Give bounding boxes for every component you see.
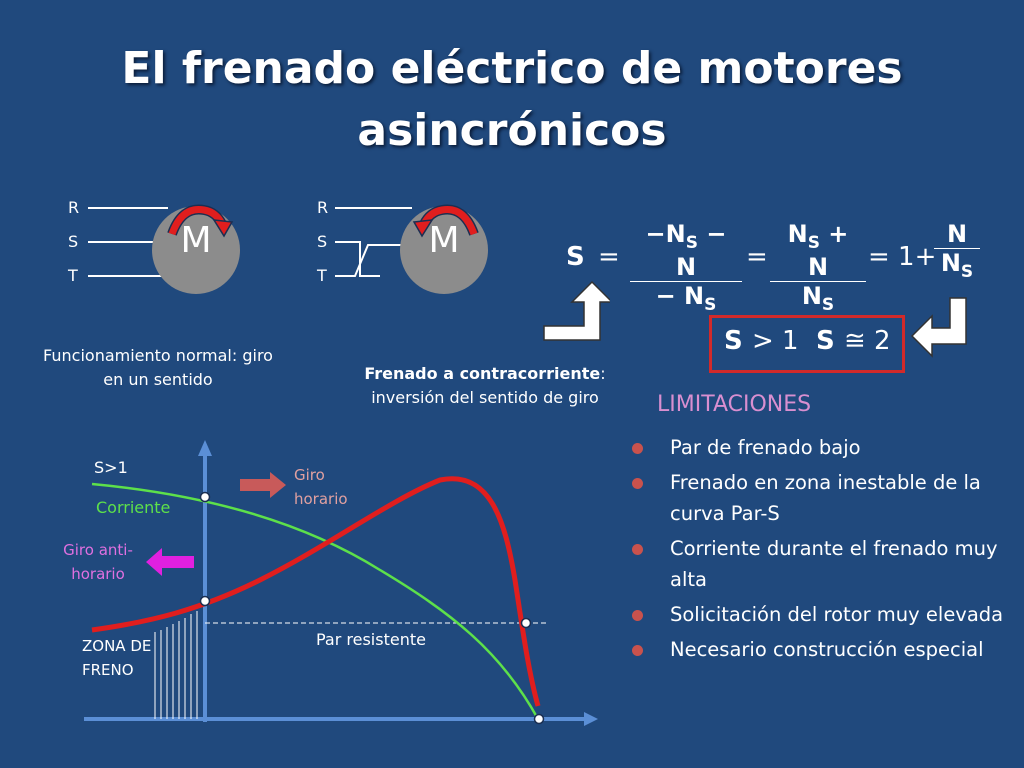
f2-num-b: S xyxy=(807,233,820,253)
bullet-icon xyxy=(632,610,643,621)
list-item-text: Par de frenado bajo xyxy=(670,436,861,459)
caption-normal-line-2: en un sentido xyxy=(103,370,213,389)
y-axis-arrow-icon xyxy=(198,440,212,456)
box-gt-1: > 1 xyxy=(752,326,799,356)
list-item: Par de frenado bajo xyxy=(632,432,1017,463)
brake-zone-hatch xyxy=(154,611,198,719)
title-line-2: asincrónicos xyxy=(357,105,667,156)
bullet-icon xyxy=(632,645,643,656)
f2-den-a: N xyxy=(801,282,822,310)
phase-r-label: R xyxy=(317,198,329,217)
list-item: Solicitación del rotor muy elevada xyxy=(632,599,1017,630)
formula-fraction-2: NS + N NS xyxy=(770,220,866,315)
list-item: Necesario construcción especial xyxy=(632,634,1017,665)
clockwise-label: Giro horario xyxy=(294,463,348,511)
marker-current-at-origin xyxy=(199,491,211,503)
wire-t-2 xyxy=(335,244,404,277)
formula-fraction-1: −NS − N − NS xyxy=(630,220,742,315)
caption-brake-line-2: inversión del sentido de giro xyxy=(371,388,599,407)
title-line-1: El frenado eléctrico de motores xyxy=(121,43,903,94)
load-torque-label: Par resistente xyxy=(316,630,426,649)
brake-zone-label-line-2: FRENO xyxy=(82,661,134,679)
formula-one-plus: = 1+ xyxy=(868,242,937,272)
clockwise-label-line-2: horario xyxy=(294,490,348,508)
motor-symbol: M xyxy=(180,220,212,261)
f3-den-a: N xyxy=(940,249,961,277)
phase-t-label: T xyxy=(68,266,78,285)
clockwise-label-line-1: Giro xyxy=(294,466,325,484)
bullet-icon xyxy=(632,443,643,454)
f3-den-b: S xyxy=(960,262,974,282)
list-item: Corriente durante el frenado muy alta xyxy=(632,533,1017,595)
phase-t-label: T xyxy=(317,266,327,285)
current-curve xyxy=(91,482,540,720)
box-s-2: S xyxy=(816,326,835,356)
formula-eq-2: = xyxy=(746,242,768,272)
f1-num-b: S xyxy=(685,233,698,253)
box-approx-2: ≅ 2 xyxy=(844,326,891,356)
elbow-up-arrow-icon xyxy=(543,280,610,341)
elbow-down-arrow-icon xyxy=(910,297,967,358)
f1-den-b: S xyxy=(704,295,717,315)
list-item-text: Corriente durante el frenado muy alta xyxy=(670,537,998,591)
list-item-text: Frenado en zona inestable de la curva Pa… xyxy=(670,471,981,525)
f1-den-a: − N xyxy=(655,282,705,310)
caption-brake-bold: Frenado a contracorriente xyxy=(364,364,601,383)
motor-symbol: M xyxy=(428,220,460,261)
box-s-1: S xyxy=(724,326,743,356)
bullet-icon xyxy=(632,544,643,555)
counterclockwise-arrow-icon xyxy=(412,204,479,238)
slip-condition-box: S > 1 S ≅ 2 xyxy=(709,315,905,373)
caption-brake: Frenado a contracorriente: inversión del… xyxy=(340,362,630,410)
slide-title: El frenado eléctrico de motores asincrón… xyxy=(0,38,1024,162)
formula-eq-1: = xyxy=(598,242,620,272)
counterclockwise-label-line-1: Giro anti- xyxy=(63,541,133,559)
limitations-list: Par de frenado bajo Frenado en zona ines… xyxy=(632,432,1017,669)
brake-zone-label: ZONA DE FRENO xyxy=(82,634,151,682)
formula-fraction-3: N NS xyxy=(934,220,980,282)
f2-num-c: + N xyxy=(807,220,849,281)
limitations-title: LIMITACIONES xyxy=(657,392,812,417)
caption-brake-colon: : xyxy=(600,364,606,383)
wire-s-2 xyxy=(335,241,380,277)
clockwise-arrow-icon xyxy=(167,204,234,238)
f2-num-a: N xyxy=(787,220,808,248)
bullet-icon xyxy=(632,478,643,489)
f3-num: N xyxy=(946,220,968,248)
brake-zone-label-line-1: ZONA DE xyxy=(82,637,152,655)
marker-torque-at-origin xyxy=(199,595,211,607)
caption-normal: Funcionamiento normal: giro en un sentid… xyxy=(18,344,298,392)
clockwise-direction-arrow-icon xyxy=(240,472,286,498)
x-axis-arrow-icon xyxy=(584,712,598,726)
list-item-text: Solicitación del rotor muy elevada xyxy=(670,603,1004,626)
formula-lhs: S xyxy=(566,242,585,272)
list-item: Frenado en zona inestable de la curva Pa… xyxy=(632,467,1017,529)
list-item-text: Necesario construcción especial xyxy=(670,638,984,661)
marker-synchronous xyxy=(533,713,545,725)
phase-s-label: S xyxy=(317,232,328,251)
counterclockwise-label: Giro anti- horario xyxy=(50,538,146,586)
counterclockwise-direction-arrow-icon xyxy=(146,548,194,576)
f1-num-a: −N xyxy=(645,220,686,248)
phase-r-label: R xyxy=(68,198,80,217)
caption-normal-line-1: Funcionamiento normal: giro xyxy=(43,346,273,365)
f1-num-c: − N xyxy=(675,220,727,281)
marker-operating-point xyxy=(520,617,532,629)
f2-den-b: S xyxy=(821,295,835,315)
slip-gt-1-label: S>1 xyxy=(94,458,128,477)
motor-circle-left: M xyxy=(152,206,240,294)
current-label: Corriente xyxy=(96,498,171,517)
phase-s-label: S xyxy=(68,232,79,251)
counterclockwise-label-line-2: horario xyxy=(71,565,125,583)
